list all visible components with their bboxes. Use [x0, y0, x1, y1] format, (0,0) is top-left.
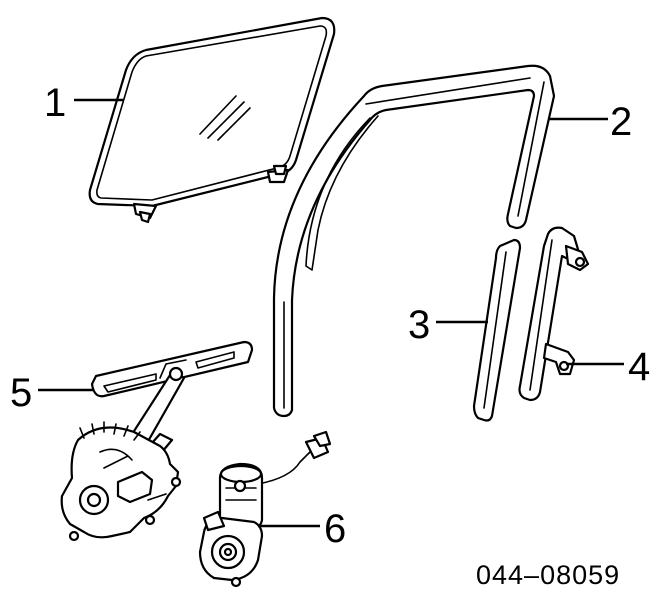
callout-4: 4	[628, 345, 650, 389]
callout-6: 6	[324, 507, 346, 551]
callout-3: 3	[408, 303, 430, 347]
window-regulator	[60, 340, 254, 542]
leader-lines	[38, 98, 624, 528]
front-lower-channel	[472, 238, 522, 422]
callout-2: 2	[610, 100, 632, 144]
door-glass	[88, 16, 336, 224]
rear-lower-channel	[518, 226, 590, 402]
glass-run-channel	[272, 64, 556, 418]
callout-5: 5	[10, 371, 32, 415]
regulator-motor	[198, 430, 332, 588]
callout-1: 1	[44, 81, 66, 125]
figure-code: 044–08059	[476, 560, 620, 590]
